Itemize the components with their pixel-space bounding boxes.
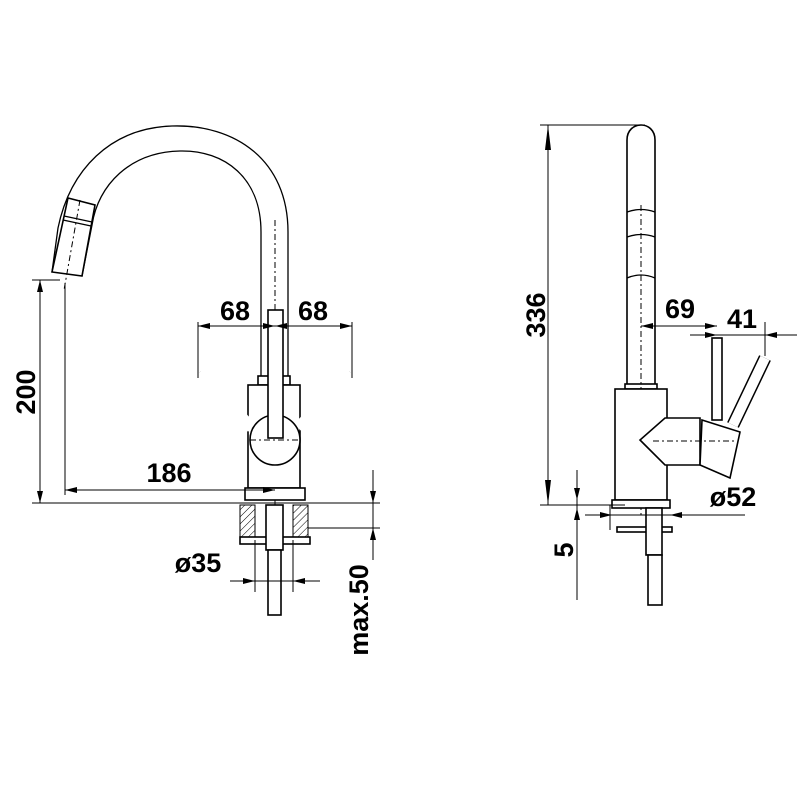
front-view: 68 68 200 186 ø35 max.50 (11, 125, 380, 656)
dim-base-diameter: ø52 (710, 482, 757, 512)
spout (51, 125, 289, 600)
dimension-lines-side (540, 124, 797, 600)
dim-max-thickness: max.50 (344, 564, 374, 656)
side-view: 336 69 41 ø52 5 (521, 124, 797, 606)
dim-lever-right: 68 (298, 296, 328, 326)
dimension-lines-front (32, 279, 380, 584)
faucet-body (195, 309, 355, 489)
side-spout (624, 124, 658, 515)
dim-lever-offset: 69 (665, 294, 695, 324)
dim-lever-width: 41 (727, 304, 757, 334)
side-mounting (611, 499, 673, 606)
dim-hole-diameter: ø35 (175, 548, 222, 578)
dim-base-height: 5 (549, 542, 579, 557)
mounting (239, 487, 311, 616)
dim-lever-left: 68 (220, 296, 250, 326)
dim-spout-height: 200 (11, 369, 41, 414)
dim-total-height: 336 (521, 292, 551, 337)
dim-spout-reach: 186 (146, 458, 191, 488)
